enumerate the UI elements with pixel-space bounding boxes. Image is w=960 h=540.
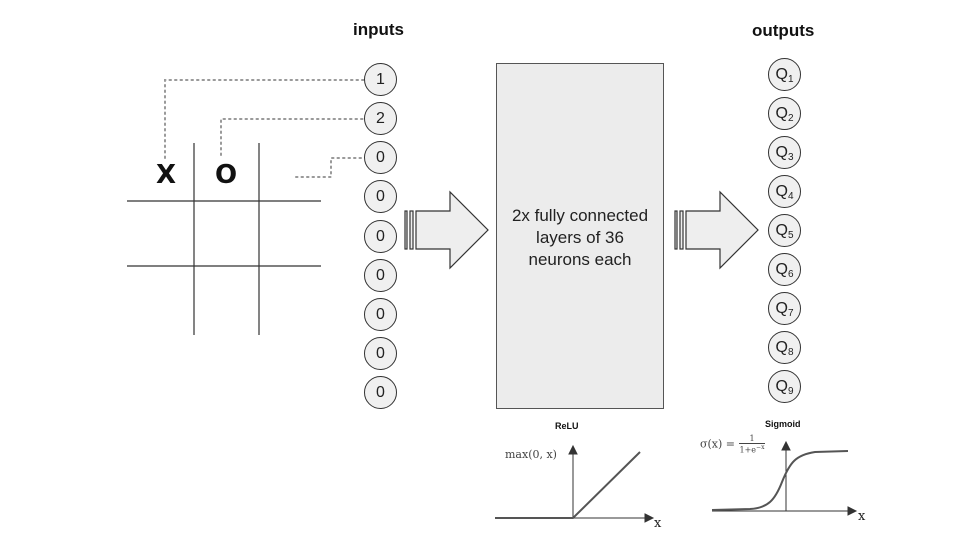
network-label-line-1: 2x fully connected	[511, 206, 649, 225]
network-label: 2x fully connected layers of 36 neurons …	[496, 205, 664, 271]
relu-formula: max(0, x)	[505, 448, 557, 461]
relu-curve	[495, 451, 641, 519]
board-mark-x: X	[156, 160, 177, 190]
sigmoid-formula-numerator: 1	[738, 434, 766, 444]
arrow-inputs-to-network	[404, 190, 489, 270]
sigmoid-formula: σ(x) = 1 1+e−x	[700, 434, 766, 455]
relu-title: ReLU	[555, 421, 579, 431]
connector-cell-2	[220, 118, 365, 156]
sigmoid-formula-lhs: σ(x) =	[700, 437, 736, 451]
sigmoid-y-arrow	[781, 440, 791, 451]
relu-y-arrow	[568, 444, 578, 455]
sigmoid-x-arrow	[847, 506, 858, 516]
cell-connectors	[164, 79, 365, 178]
input-node-8: 0	[364, 337, 397, 370]
network-label-line-3: neurons each	[528, 250, 632, 269]
connector-cell-3	[295, 157, 365, 178]
sigmoid-title: Sigmoid	[765, 419, 801, 429]
input-node-5: 0	[364, 220, 397, 253]
relu-plot	[495, 444, 655, 523]
board-mark-o: O	[215, 160, 238, 190]
outputs-heading: outputs	[752, 21, 815, 40]
board-grid	[127, 143, 321, 335]
sigmoid-formula-fraction: 1 1+e−x	[738, 434, 766, 455]
sigmoid-plot	[711, 440, 858, 516]
relu-x-label: x	[654, 516, 662, 531]
relu-x-arrow	[644, 513, 655, 523]
inputs-heading: inputs	[353, 20, 404, 39]
sigmoid-formula-exponent: −x	[756, 444, 765, 451]
input-node-7: 0	[364, 298, 397, 331]
input-node-6: 0	[364, 259, 397, 292]
sigmoid-formula-denominator: 1+e−x	[739, 444, 765, 455]
input-node-2: 2	[364, 102, 397, 135]
input-node-4: 0	[364, 180, 397, 213]
network-label-line-2: layers of 36	[536, 228, 624, 247]
sigmoid-x-label: x	[858, 509, 866, 524]
sigmoid-curve	[711, 450, 849, 511]
input-node-9: 0	[364, 376, 397, 409]
arrow-network-to-outputs	[674, 190, 759, 270]
network-box	[496, 63, 664, 409]
connector-cell-1	[164, 79, 365, 159]
input-node-1: 1	[364, 63, 397, 96]
input-node-3: 0	[364, 141, 397, 174]
